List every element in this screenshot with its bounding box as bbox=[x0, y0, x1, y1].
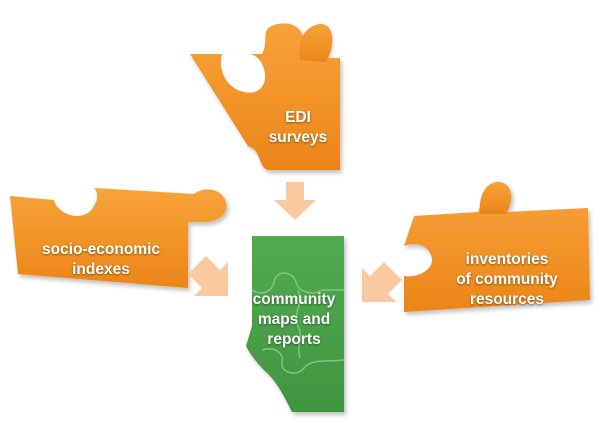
socio-economic-piece-notch bbox=[54, 190, 95, 215]
edi-surveys-label-line2: surveys bbox=[268, 129, 328, 146]
socio-economic-label-line2: indexes bbox=[72, 261, 130, 278]
community-maps-label-line1: community bbox=[252, 291, 336, 308]
arrow-from-socio-economic bbox=[188, 256, 228, 296]
arrow-down-from-edi bbox=[274, 182, 316, 220]
edi-surveys-label: EDI surveys bbox=[258, 108, 338, 148]
community-maps-seam-lower bbox=[261, 348, 345, 374]
community-maps-seam-vertical bbox=[295, 289, 302, 359]
inventories-label: inventories of community resources bbox=[432, 250, 582, 310]
edi-surveys-piece-notch bbox=[220, 54, 266, 93]
community-maps-label-line3: reports bbox=[267, 331, 321, 348]
socio-economic-label: socio-economic indexes bbox=[26, 240, 176, 280]
inventories-piece-bump bbox=[479, 182, 511, 214]
socio-economic-label-line1: socio-economic bbox=[42, 241, 160, 258]
edi-surveys-piece-bump bbox=[299, 24, 333, 62]
socio-economic-piece bbox=[10, 188, 227, 288]
inventories-label-line3: resources bbox=[469, 291, 545, 308]
inventories-piece bbox=[404, 181, 590, 312]
community-maps-seam bbox=[251, 272, 344, 294]
arrow-from-inventories bbox=[362, 262, 402, 302]
inventories-label-line2: of community bbox=[456, 271, 558, 288]
inventories-label-line1: inventories bbox=[465, 251, 549, 268]
community-maps-piece bbox=[246, 236, 344, 412]
community-maps-label-line2: maps and bbox=[257, 311, 331, 328]
edi-surveys-label-line1: EDI bbox=[285, 109, 311, 126]
community-maps-label: community maps and reports bbox=[244, 290, 344, 350]
